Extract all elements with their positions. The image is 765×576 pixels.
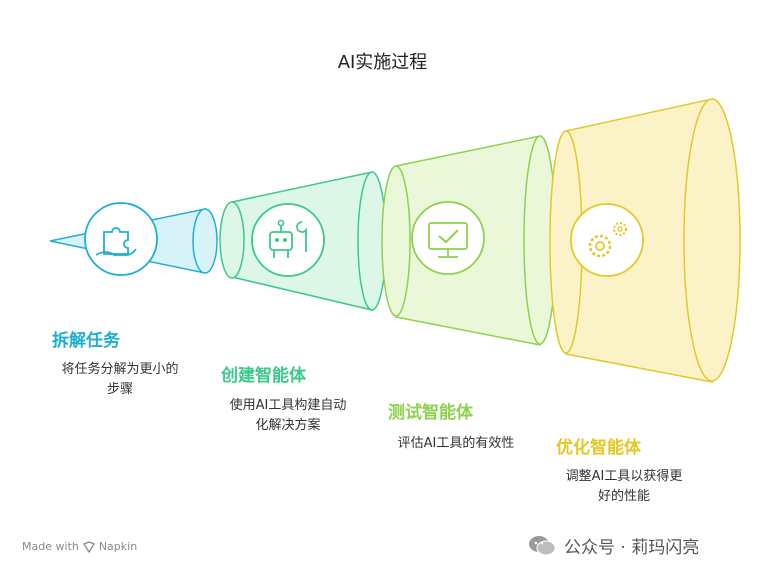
napkin-logo-icon [82, 540, 95, 553]
stage-1-desc-line-2: 步骤 [106, 382, 133, 397]
napkin-brand: Napkin [98, 540, 138, 553]
stage-2-description: 使用AI工具构建自动 化解决方案 [218, 396, 358, 436]
stage-2-desc-line-1: 使用AI工具构建自动 [229, 398, 347, 413]
stage-1-title: 拆解任务 [52, 331, 120, 351]
stage-4-title: 优化智能体 [556, 438, 641, 458]
puzzle-hand-icon [84, 202, 158, 276]
page-title: AI实施过程 [337, 52, 428, 73]
stage-3-title: 测试智能体 [388, 403, 473, 423]
gears-icon [570, 203, 644, 277]
stage-3-desc-line-1: 评估AI工具的有效性 [397, 436, 515, 451]
made-with-napkin[interactable]: Made with Napkin [22, 540, 137, 553]
made-with-label: Made with [22, 540, 79, 553]
monitor-check-icon [411, 201, 485, 275]
stage-4-description: 调整AI工具以获得更 好的性能 [554, 467, 694, 507]
wechat-account-name: 公众号 · 莉玛闪亮 [564, 538, 700, 558]
wechat-icon [529, 535, 556, 555]
stage-2-title: 创建智能体 [221, 366, 306, 386]
stage-4-desc-line-2: 好的性能 [597, 489, 650, 504]
stage-1-desc-line-1: 将任务分解为更小的 [61, 362, 179, 377]
robot-wrench-icon [251, 203, 325, 277]
stage-3-description: 评估AI工具的有效性 [386, 434, 526, 454]
stage-1-description: 将任务分解为更小的 步骤 [50, 360, 190, 400]
stage-4-desc-line-1: 调整AI工具以获得更 [565, 469, 683, 484]
stage-2-desc-line-2: 化解决方案 [255, 418, 321, 433]
wechat-account-badge: 公众号 · 莉玛闪亮 [528, 533, 699, 558]
